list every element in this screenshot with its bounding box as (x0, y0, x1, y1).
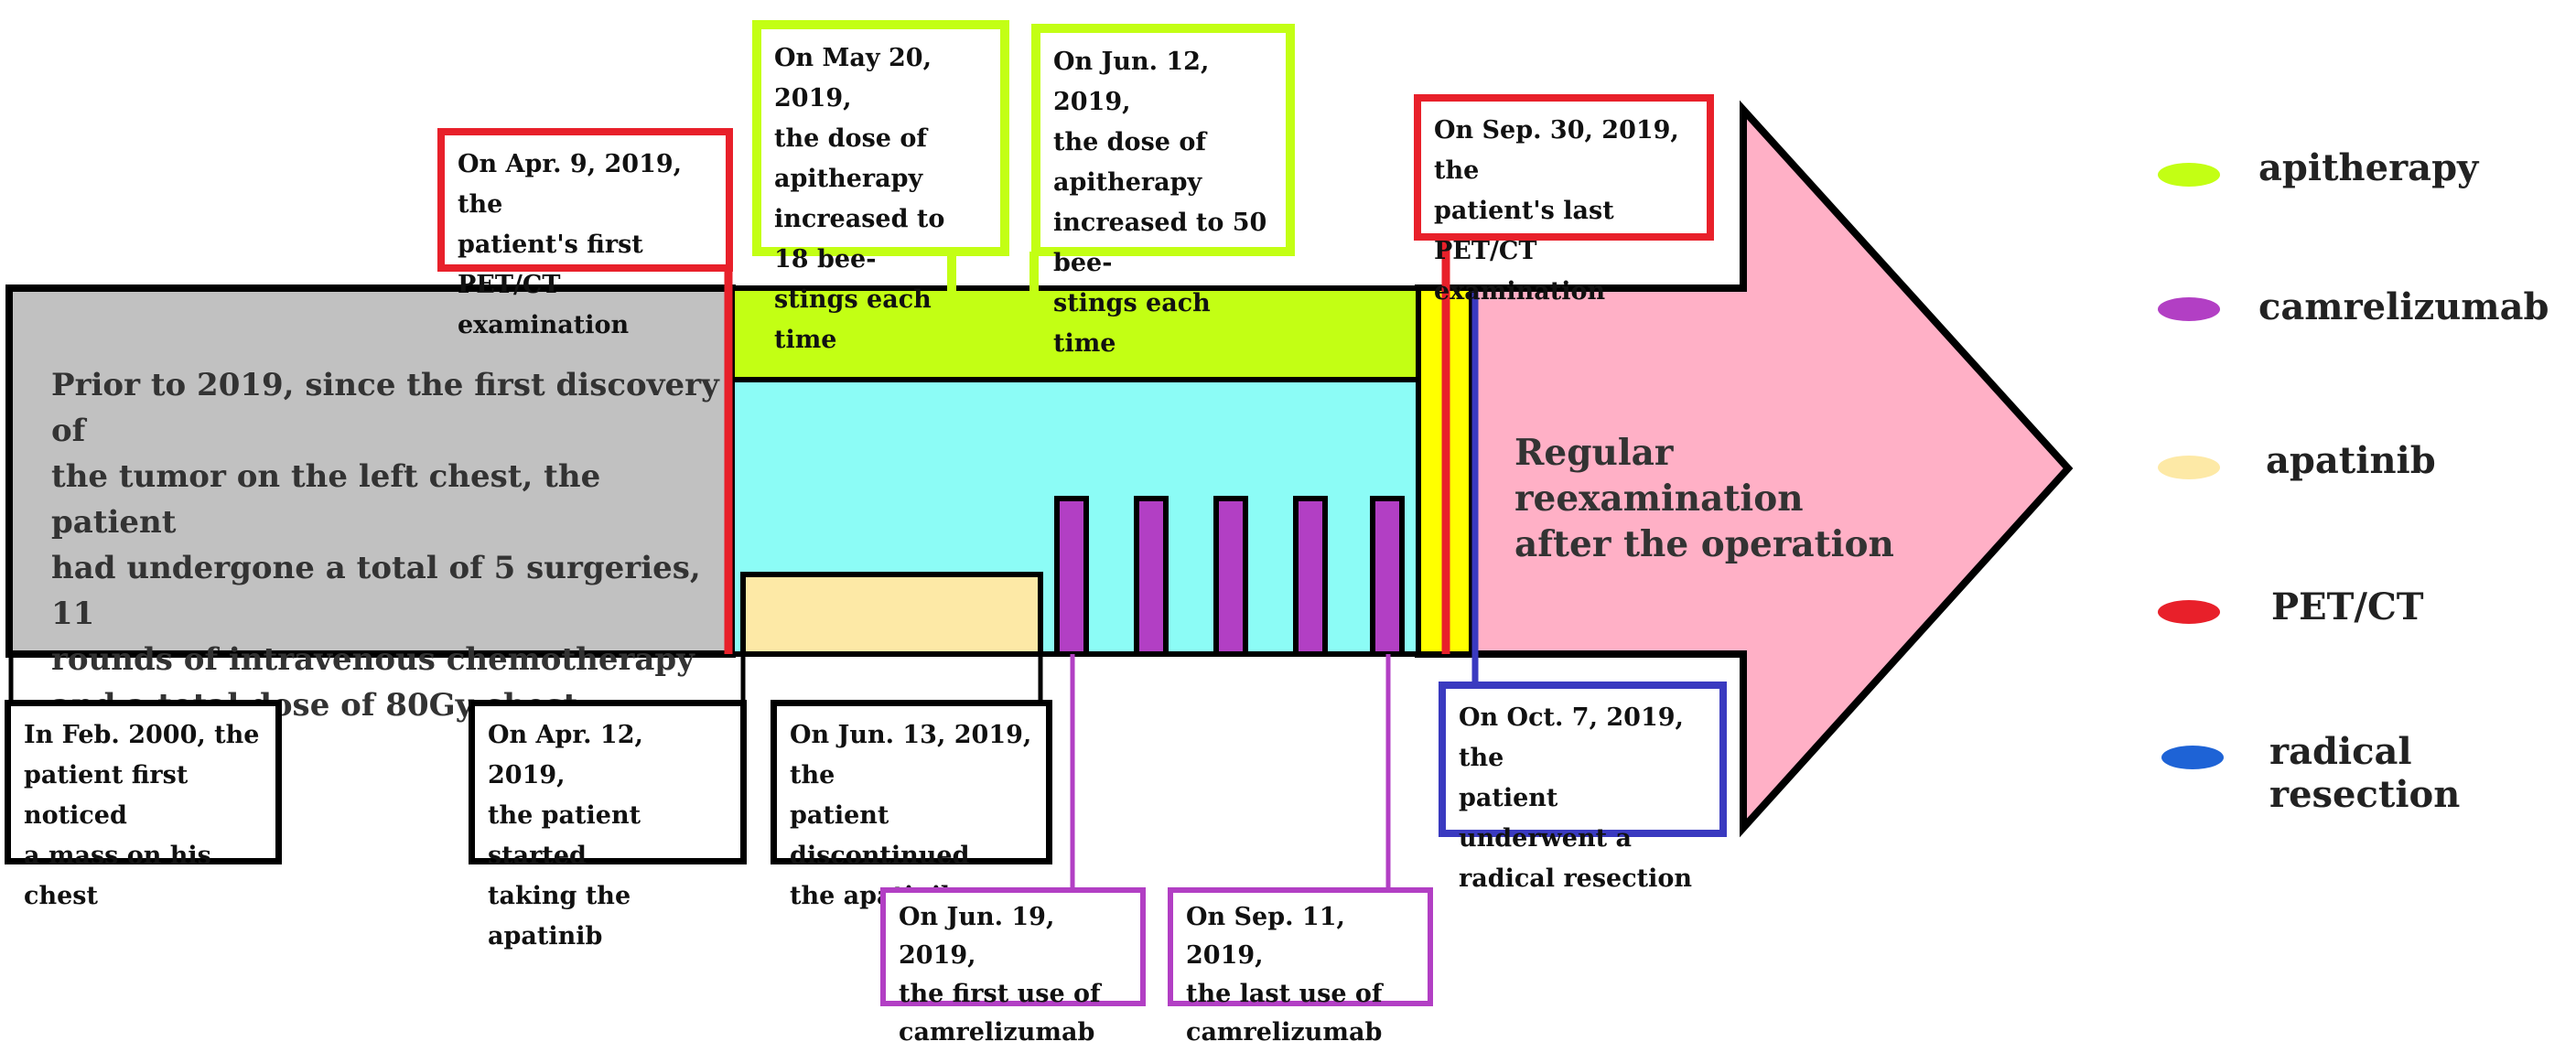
event-apr12: On Apr. 12, 2019, the patient started ta… (469, 700, 747, 950)
event-jun19: On Jun. 19, 2019, the first use of camre… (880, 887, 1146, 1047)
camrelizumab-bar (1293, 496, 1328, 657)
history-block (5, 284, 736, 658)
legend-label-petct: PET/CT (2271, 585, 2424, 628)
legend-chip-petct (2158, 600, 2220, 624)
event-jun13: On Jun. 13, 2019, the patient discontinu… (771, 700, 1052, 910)
legend-chip-apitherapy (2158, 163, 2220, 187)
camrelizumab-bar (1213, 496, 1248, 657)
event-oct7: On Oct. 7, 2019, the patient underwent a… (1439, 682, 1727, 893)
legend-chip-camrelizumab (2158, 297, 2220, 321)
event-may20: On May 20, 2019, the dose of apitherapy … (752, 20, 1009, 354)
legend-label-apitherapy: apitherapy (2258, 146, 2479, 189)
event-apr9: On Apr. 9, 2019, the patient's first PET… (437, 128, 733, 339)
timeline-graphics (5, 100, 2074, 889)
event-sep30: On Sep. 30, 2019, the patient's last PET… (1414, 94, 1714, 306)
event-sep11: On Sep. 11, 2019, the last use of camrel… (1168, 887, 1433, 1047)
legend-label-camrelizumab: camrelizumab (2258, 285, 2549, 328)
legend-label-apatinib: apatinib (2266, 439, 2436, 482)
timeline-diagram: Prior to 2019, since the first discovery… (5, 20, 2549, 1047)
legend-label-radical-resection: radical resection (2269, 730, 2461, 816)
apatinib-bar (740, 572, 1043, 657)
event-feb2000: In Feb. 2000, the patient first noticed … (5, 700, 282, 910)
camrelizumab-bar (1134, 496, 1169, 657)
legend-chip-apatinib (2158, 456, 2220, 479)
apitherapy-band (729, 285, 1421, 382)
camrelizumab-bar (1370, 496, 1405, 657)
regular-reexamination-text: Regular reexamination after the operatio… (1514, 432, 1894, 565)
camrelizumab-bar (1054, 496, 1089, 657)
event-jun12: On Jun. 12, 2019, the dose of apitherapy… (1031, 24, 1295, 358)
legend-chip-radical-resection (2161, 746, 2224, 769)
